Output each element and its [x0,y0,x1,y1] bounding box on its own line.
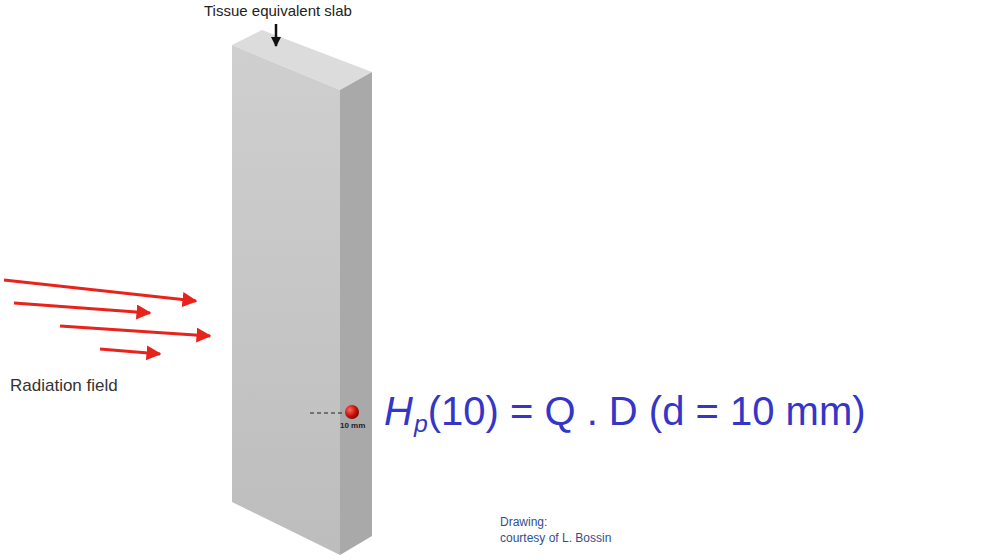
radiation-arrow [14,303,150,313]
credit-note: Drawing: [500,516,547,530]
dose-equation: Hp(10) = Q . D (d = 10 mm) [384,388,866,434]
part-label: Tissue equivalent slab [204,2,352,19]
pointer-arrow [275,24,278,46]
dimension-label: 10 mm [340,421,365,430]
equation-text: (10) = Q . D (d = 10 mm) [428,388,866,434]
credit-note: courtesy of L. Bossin [500,532,611,546]
quantity-symbol: H [384,388,413,434]
slab-side [340,72,372,555]
depth-line [310,412,344,413]
subscript: p [414,410,428,439]
radiation-arrow [60,326,210,336]
radiation-arrow [4,280,196,301]
field-label: Radiation field [10,376,118,396]
measurement-point [345,405,359,419]
slab-front [232,45,340,555]
radiation-arrow [100,349,160,354]
